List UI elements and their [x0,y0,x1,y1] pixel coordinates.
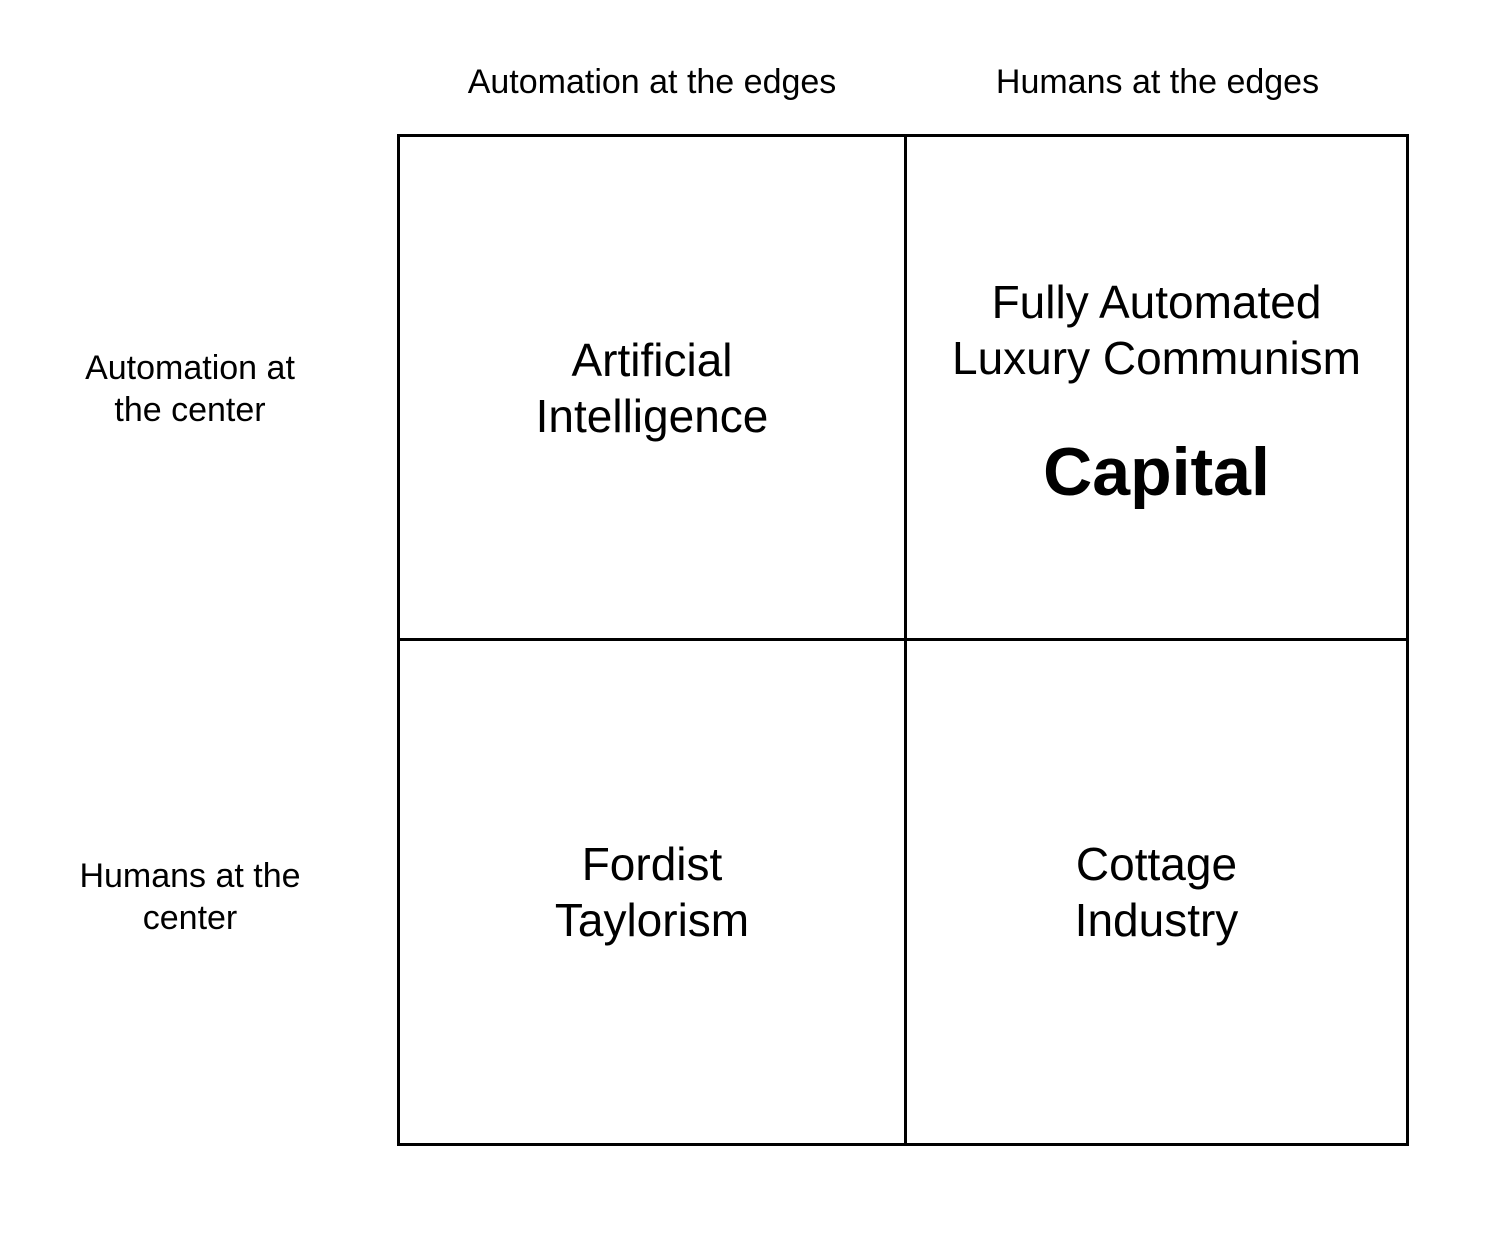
quadrant-label: Fully Automated Luxury Communism [952,275,1361,384]
quadrant-bottom-right: Cottage Industry [907,641,1406,1143]
capital-emphasis-label: Capital [1043,433,1270,510]
column-header-automation-at-edges: Automation at the edges [467,63,837,101]
row-header-automation-at-center: Automation at the center [40,347,340,431]
quadrant-top-right: Fully Automated Luxury Communism Capital [907,137,1406,638]
quadrant-label: Fordist Taylorism [554,838,750,946]
row-header-label: Automation at the center [85,349,295,429]
quadrant-label: Artificial Intelligence [535,333,769,442]
quadrant-top-left: Artificial Intelligence [400,137,904,638]
row-header-label: Humans at the center [79,857,301,937]
column-header-humans-at-edges: Humans at the edges [995,63,1320,101]
row-header-humans-at-center: Humans at the center [40,855,340,939]
quadrant-bottom-left: Fordist Taylorism [400,641,904,1143]
horizontal-divider [397,638,1409,641]
quadrant-label: Cottage Industry [1074,838,1239,946]
